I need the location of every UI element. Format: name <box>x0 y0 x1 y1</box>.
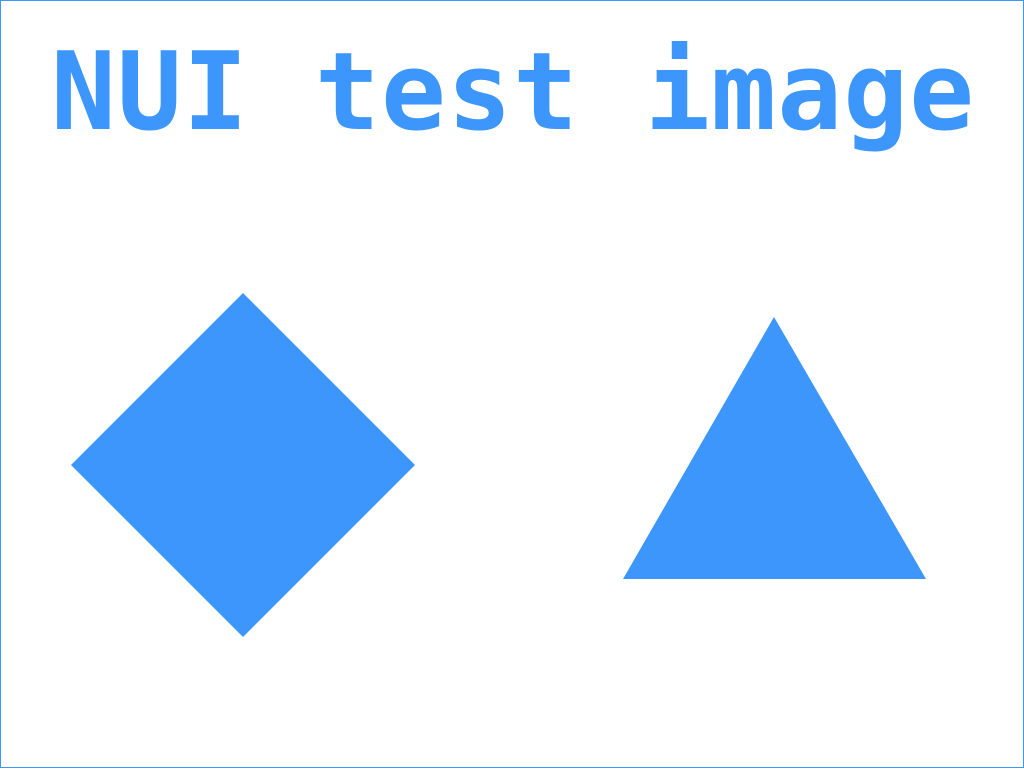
diamond-shape <box>71 293 415 637</box>
page-title: NUI test image <box>50 30 976 155</box>
triangle-shape <box>623 317 926 579</box>
